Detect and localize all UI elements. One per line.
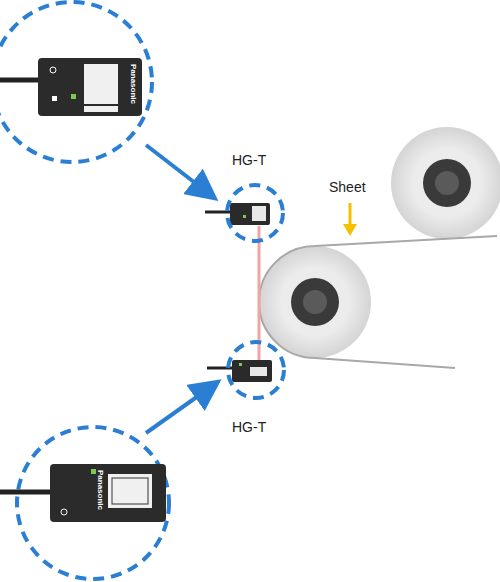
part-label: Sheet: [329, 180, 366, 194]
upper-roller: [391, 127, 500, 239]
zoom-arrows: [146, 145, 215, 433]
brand-text: Panasonic: [96, 470, 104, 510]
sheet: [259, 236, 497, 368]
sensor-small-bottom: [207, 360, 272, 382]
part-label: HG-T: [232, 153, 266, 167]
zoom-circles: [0, 2, 284, 579]
brand-text: Panasonic: [129, 64, 137, 104]
part-label: HG-T: [232, 420, 266, 434]
sensor-small-top: [205, 203, 270, 225]
sheet-arrow: [343, 203, 357, 236]
sensor-large-top: [0, 58, 142, 116]
light-beam: [258, 226, 261, 360]
sensor-large-bottom: [0, 464, 166, 522]
